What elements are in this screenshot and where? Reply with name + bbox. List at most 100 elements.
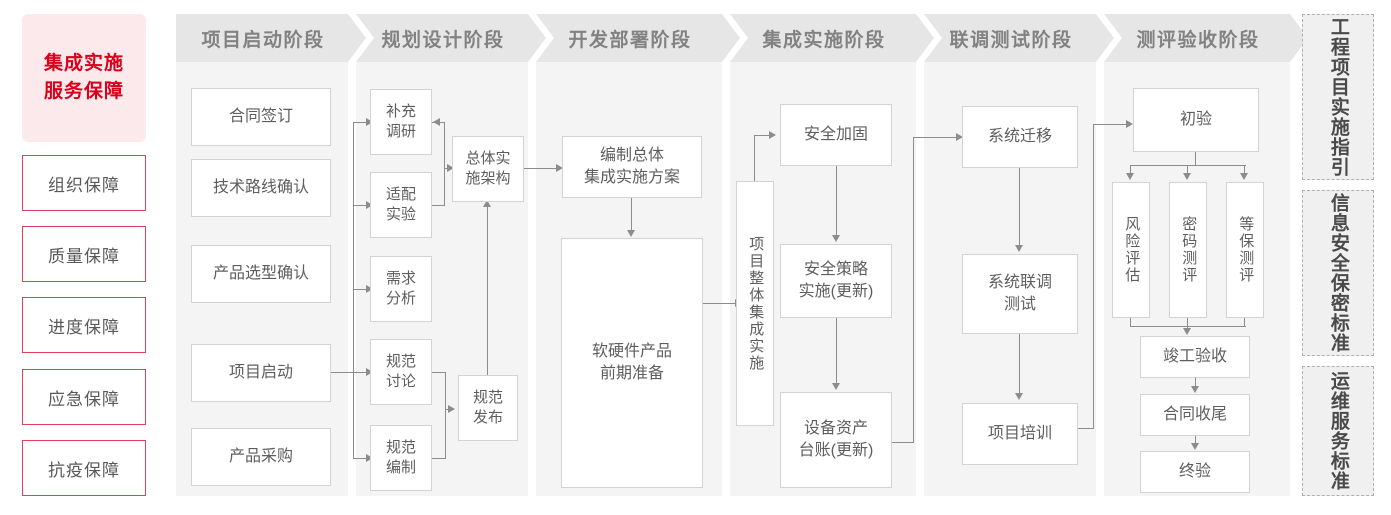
node-initial-acceptance[interactable]: 初验	[1133, 88, 1259, 152]
arrowhead-contract-closure-in	[1191, 386, 1199, 393]
node-label-line2: 测试	[1003, 296, 1036, 313]
connector-eval-drop-0	[1130, 165, 1132, 175]
node-label: 编制总体 集成实施方案	[584, 145, 680, 188]
node-label: 补充 调研	[386, 102, 416, 143]
node-final-acceptance[interactable]: 终验	[1140, 451, 1250, 493]
node-requirement-analysis[interactable]: 需求 分析	[370, 256, 432, 322]
guarantee-item-1[interactable]: 质量保障	[22, 226, 146, 282]
node-label: 项目启动	[228, 364, 293, 382]
phase-header-integration[interactable]: 集成实施阶段	[730, 14, 934, 62]
standard-label: 运维服务标准	[1327, 371, 1349, 491]
node-spec-discussion[interactable]: 规范 讨论	[370, 339, 432, 405]
node-hardware-software-preparation[interactable]: 软硬件产品 前期准备	[561, 238, 703, 488]
node-label-line2: 讨论	[385, 373, 416, 390]
connector-plan-to-preparation	[631, 198, 633, 232]
guarantee-item-4[interactable]: 抗疫保障	[22, 440, 146, 496]
standard-box-security-standard[interactable]: 信息安全保密标准	[1302, 190, 1374, 356]
guarantee-label: 抗疫保障	[48, 460, 120, 480]
node-tech-route-confirm[interactable]: 技术路线确认	[191, 159, 331, 217]
phase-header-dev[interactable]: 开发部署阶段	[536, 14, 740, 62]
connector-eval-drop-2	[1244, 165, 1246, 175]
arrowhead-fan-4	[366, 454, 373, 462]
connector-merge-vertical-top	[444, 122, 446, 206]
arrowhead-fan-3	[366, 368, 373, 376]
node-label-line2: 分析	[385, 290, 416, 307]
node-label-line2: 发布	[472, 409, 503, 426]
guarantee-label: 应急保障	[48, 389, 120, 409]
connector-spec-discussion-out	[432, 372, 446, 374]
guarantee-item-3[interactable]: 应急保障	[22, 369, 146, 425]
connector-test-to-training	[1019, 334, 1021, 394]
node-label: 适配 实验	[386, 185, 416, 226]
connector-integration-to-hardening	[754, 135, 773, 137]
arrowhead-fan-2	[366, 285, 373, 293]
connector-preparation-to-integration	[703, 303, 739, 305]
node-label: 项目整体集成实施	[747, 235, 765, 372]
node-label: 技术路线确认	[212, 179, 309, 197]
node-label-line2: 施架构	[465, 170, 511, 187]
connector-eval-riser-2	[1244, 318, 1246, 327]
hero-title-box: 集成实施 服务保障	[22, 14, 146, 142]
connector-fan-3	[353, 372, 371, 374]
node-contract-signing[interactable]: 合同签订	[191, 88, 331, 146]
node-supplementary-research[interactable]: 补充 调研	[370, 89, 432, 155]
hero-title-line2: 服务保障	[43, 81, 124, 102]
node-risk-assessment[interactable]: 风险评估	[1112, 182, 1150, 318]
node-label-line1: 总体实	[465, 149, 511, 167]
node-label: 项目培训	[987, 425, 1052, 443]
node-overall-implementation-architecture[interactable]: 总体实 施架构	[452, 136, 524, 202]
phase-header-acceptance[interactable]: 测评验收阶段	[1104, 14, 1308, 62]
node-label: 系统迁移	[987, 128, 1052, 146]
node-label-line2: 前期准备	[599, 365, 664, 382]
arrowhead-fan-1	[366, 201, 373, 209]
connector-eval-riser-0	[1130, 318, 1132, 327]
connector-fan-0	[353, 122, 371, 124]
standard-box-ops-service-standard[interactable]: 运维服务标准	[1302, 366, 1374, 496]
node-label-line1: 系统联调	[987, 274, 1052, 292]
phase-header-test[interactable]: 联调测试阶段	[924, 14, 1114, 62]
node-label: 规范 发布	[473, 388, 503, 429]
guarantee-item-2[interactable]: 进度保障	[22, 297, 146, 353]
node-draft-overall-integration-plan[interactable]: 编制总体 集成实施方案	[562, 136, 702, 198]
hero-title-line1: 集成实施	[43, 53, 124, 75]
phase-title: 测评验收阶段	[1136, 29, 1260, 51]
node-label-line2: 实验	[385, 206, 416, 223]
node-adaptation-experiment[interactable]: 适配 实验	[370, 172, 432, 238]
node-security-hardening[interactable]: 安全加固	[780, 104, 892, 166]
connector-spec-merge-vertical	[445, 372, 447, 459]
node-equipment-asset-ledger[interactable]: 设备资产 台账(更新)	[780, 392, 892, 488]
node-label: 设备资产 台账(更新)	[799, 418, 874, 461]
connector-to-migration	[913, 137, 960, 139]
node-overall-project-integration[interactable]: 项目整体集成实施	[736, 181, 774, 426]
node-classified-protection-evaluation[interactable]: 等保测评	[1226, 182, 1264, 318]
node-product-selection-confirm[interactable]: 产品选型确认	[191, 245, 331, 303]
node-project-kickoff[interactable]: 项目启动	[191, 344, 331, 402]
arrowhead-ledger-in	[832, 383, 840, 390]
node-contract-closure[interactable]: 合同收尾	[1140, 394, 1250, 436]
node-system-joint-debug-test[interactable]: 系统联调 测试	[962, 254, 1078, 334]
node-product-procurement[interactable]: 产品采购	[191, 428, 331, 486]
phase-header-plan[interactable]: 规划设计阶段	[356, 14, 546, 62]
node-spec-drafting[interactable]: 规范 编制	[370, 425, 432, 491]
node-label: 系统联调 测试	[988, 272, 1052, 315]
node-label: 产品采购	[228, 448, 293, 466]
node-label-line2: 台账(更新)	[798, 442, 874, 459]
arrowhead-completion-acceptance-in	[1183, 328, 1191, 335]
node-label-line2: 集成实施方案	[583, 169, 680, 186]
standard-box-engineering-guide[interactable]: 工程项目实施指引	[1302, 14, 1374, 180]
node-security-policy-implementation[interactable]: 安全策略 实施(更新)	[780, 244, 892, 318]
connector-adaptation-out	[432, 205, 445, 207]
node-completion-acceptance[interactable]: 竣工验收	[1140, 336, 1250, 378]
connector-eval-riser-1	[1187, 318, 1189, 327]
node-spec-release[interactable]: 规范 发布	[458, 375, 518, 441]
node-cryptography-evaluation[interactable]: 密码测评	[1169, 182, 1207, 318]
arrowhead-test-in	[1015, 245, 1023, 252]
node-label: 密码测评	[1180, 216, 1198, 284]
guarantee-item-0[interactable]: 组织保障	[22, 155, 146, 211]
node-project-training[interactable]: 项目培训	[962, 403, 1078, 465]
node-system-migration[interactable]: 系统迁移	[962, 106, 1078, 168]
connector-hardening-to-policy	[836, 166, 838, 236]
arrowhead-final-acceptance-in	[1191, 443, 1199, 450]
phase-header-start[interactable]: 项目启动阶段	[176, 14, 366, 62]
node-label: 规范 讨论	[386, 352, 416, 393]
